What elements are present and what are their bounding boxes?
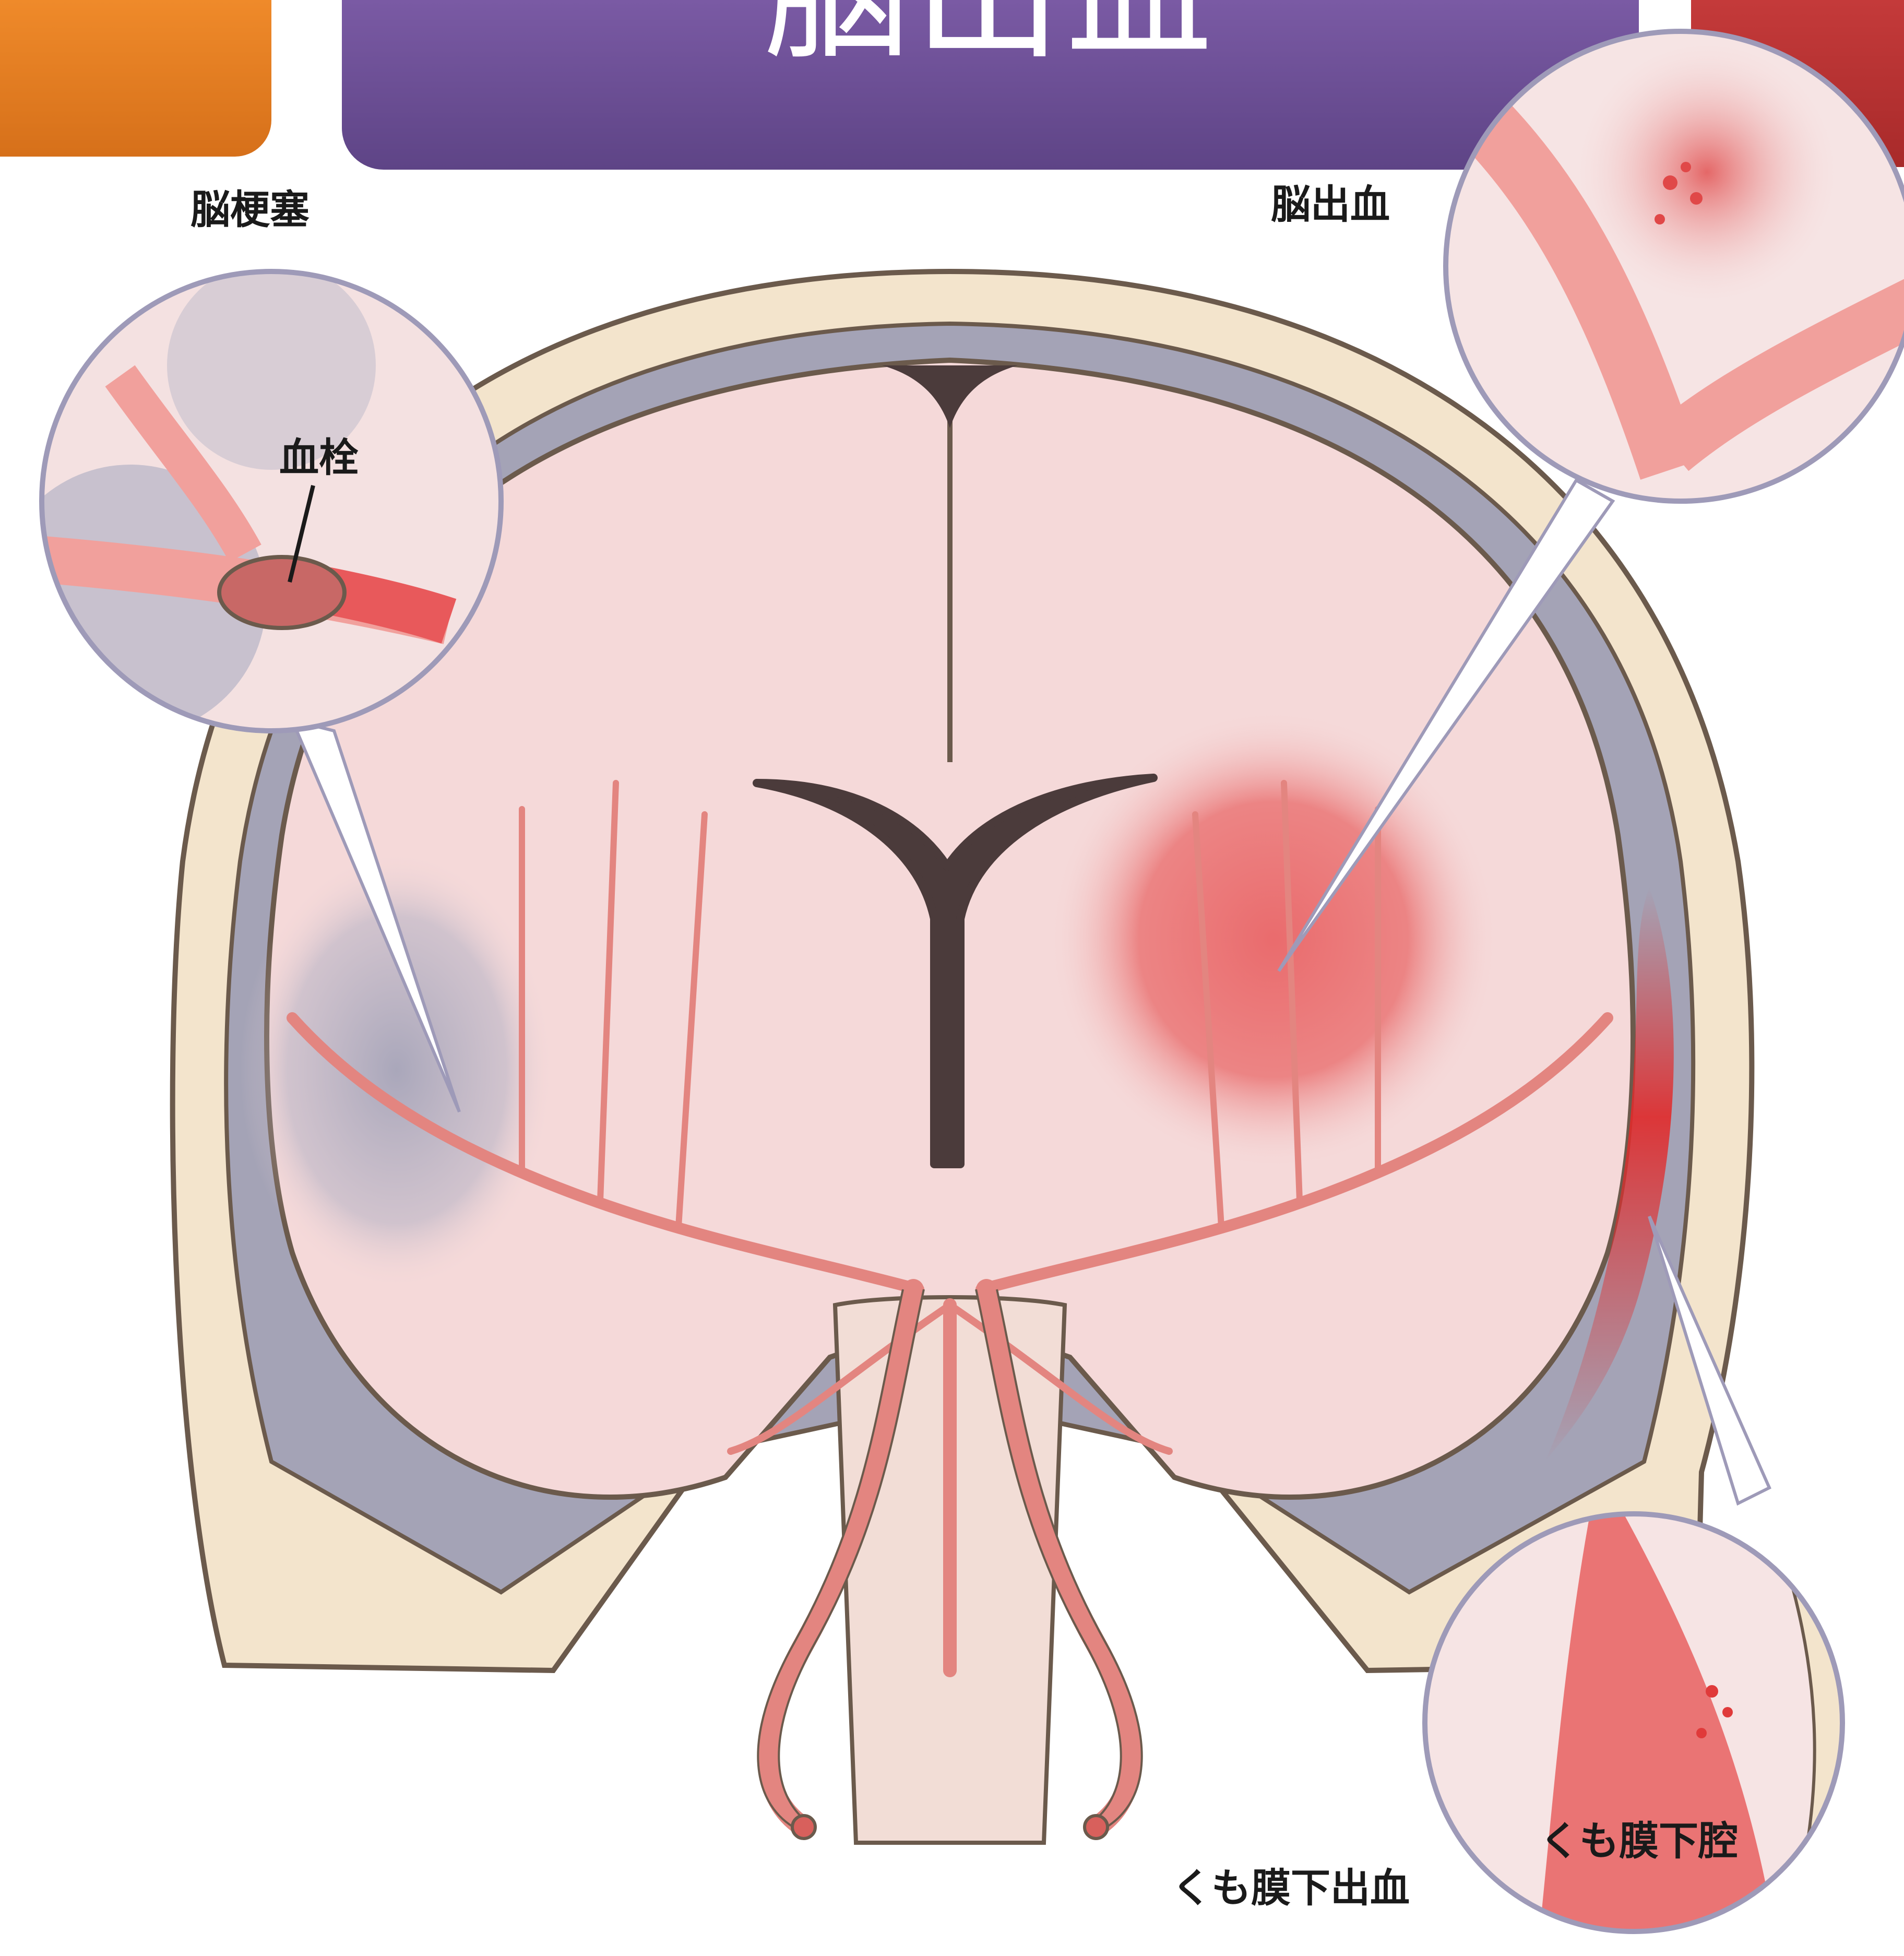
thrombus-clot	[219, 557, 344, 628]
label-subarachnoid-hemorrhage: くも膜下出血	[1172, 1856, 1410, 1913]
label-subarachnoid-space: くも膜下腔	[1540, 1809, 1738, 1866]
vessel-end-right	[1085, 1816, 1108, 1839]
vessel-end-left	[792, 1816, 815, 1839]
label-thrombus: 血栓	[279, 425, 359, 483]
label-cerebral-hemorrhage: 脳出血	[1271, 172, 1390, 230]
label-cerebral-infarction: 脳梗塞	[191, 177, 310, 235]
